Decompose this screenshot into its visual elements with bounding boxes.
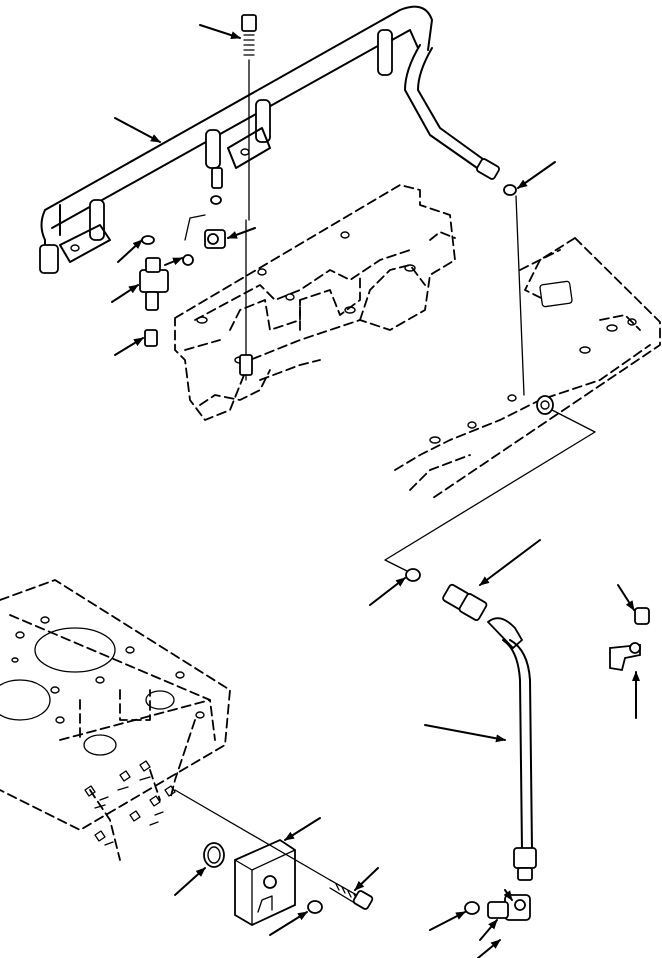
fuel-gallery-tube-assembly [39,5,433,274]
reference-leader-lines [384,409,596,576]
banjo-elbow-fitting [184,167,226,249]
return-line-tube [404,44,525,396]
o-ring-lower-right [464,901,480,915]
capscrew [329,879,374,910]
small-fitting [634,607,650,625]
block-port-fitting [536,395,554,415]
o-ring-lower-left [203,842,225,868]
gallery-bolt [239,14,257,381]
check-valve [139,257,169,311]
cylinder-head-lower-outline [0,579,231,861]
cylinder-block-upper-outline [174,184,456,421]
flexible-hose [486,617,537,881]
hose-connector-fitting [405,568,488,621]
clip [609,642,641,672]
elbow-fitting [487,894,531,921]
bracket-block [174,789,331,927]
callout-arrows [111,24,640,958]
washer-lower [307,900,323,914]
mounting-bolts-group [84,760,176,846]
o-ring-upper [503,184,517,196]
cylinder-block-right-outline [394,237,661,501]
spacer [144,329,158,347]
